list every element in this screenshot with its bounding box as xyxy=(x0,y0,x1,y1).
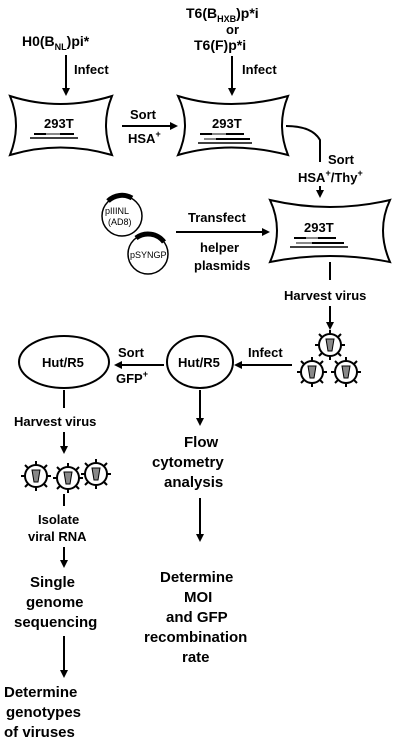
virion-icon-6 xyxy=(80,458,112,490)
plasmid-piiinl-sublabel: (AD8) xyxy=(108,217,132,227)
virion-icon-1 xyxy=(314,329,346,361)
helper-label-2: plasmids xyxy=(194,258,250,273)
single-label-1: Single xyxy=(30,574,75,591)
cell-293t-2 xyxy=(176,94,290,157)
virion-icon-4 xyxy=(20,460,52,492)
provirus-icon-2 xyxy=(198,133,252,144)
moi-label-3: and GFP xyxy=(166,609,228,626)
or-label: or xyxy=(226,22,239,37)
moi-label-2: MOI xyxy=(184,589,212,606)
cell-hut-left-label: Hut/R5 xyxy=(42,355,84,370)
helper-label-1: helper xyxy=(200,240,239,255)
cell-hut-r5-center xyxy=(166,335,234,389)
virion-icon-3 xyxy=(330,356,362,388)
cell-hut-r5-left xyxy=(18,335,110,389)
flow-label-3: analysis xyxy=(164,474,223,491)
cell-293t-1 xyxy=(8,94,114,157)
plasmid-piiinl xyxy=(101,195,143,237)
moi-label-5: rate xyxy=(182,649,210,666)
virion-icon-5 xyxy=(52,462,84,494)
h0-label: H0(BNL)pi* xyxy=(22,33,90,52)
genotypes-label-2: genotypes xyxy=(6,704,81,721)
single-label-3: sequencing xyxy=(14,614,97,631)
harvest-label-1: Harvest virus xyxy=(284,288,366,303)
harvest-label-2: Harvest virus xyxy=(14,414,96,429)
flow-label-2: cytometry xyxy=(152,454,224,471)
sort-label-3: Sort xyxy=(118,345,145,360)
hsa-thy-label: HSA+/Thy+ xyxy=(298,168,363,185)
infect-label-2: Infect xyxy=(242,62,277,77)
infect-label-1: Infect xyxy=(74,62,109,77)
flow-label-1: Flow xyxy=(184,434,218,451)
genotypes-label-3: of viruses xyxy=(4,724,75,741)
sort-label-2: Sort xyxy=(328,152,355,167)
cell-hut-center-label: Hut/R5 xyxy=(178,355,220,370)
infect-label-3: Infect xyxy=(248,345,283,360)
plasmid-psyngp-label: pSYNGP xyxy=(130,250,167,260)
provirus-icon-3 xyxy=(290,237,348,248)
hsa-label-1: HSA+ xyxy=(128,129,161,146)
gfp-label: GFP+ xyxy=(116,369,148,386)
isolate-label-2: viral RNA xyxy=(28,529,87,544)
moi-label-1: Determine xyxy=(160,569,233,586)
moi-label-4: recombination xyxy=(144,629,247,646)
t6-f-label: T6(F)p*i xyxy=(194,37,246,53)
genotypes-label-1: Determine xyxy=(4,684,77,701)
isolate-label-1: Isolate xyxy=(38,512,79,527)
cell-293t-3-label: 293T xyxy=(304,220,334,235)
plasmid-piiinl-label: pIIINL xyxy=(105,206,129,216)
cell-293t-1-label: 293T xyxy=(44,116,74,131)
sort-label-1: Sort xyxy=(130,107,157,122)
plasmid-psyngp-insert xyxy=(134,231,166,244)
single-label-2: genome xyxy=(26,594,84,611)
t6-hxb-label: T6(BHXB)p*i xyxy=(186,5,259,24)
cell-293t-2-label: 293T xyxy=(212,116,242,131)
provirus-icon-1 xyxy=(30,133,78,139)
plasmid-piiinl-insert xyxy=(106,192,134,203)
virion-icon-2 xyxy=(296,356,328,388)
transfect-label: Transfect xyxy=(188,210,246,225)
connector-sort-2 xyxy=(285,125,321,162)
